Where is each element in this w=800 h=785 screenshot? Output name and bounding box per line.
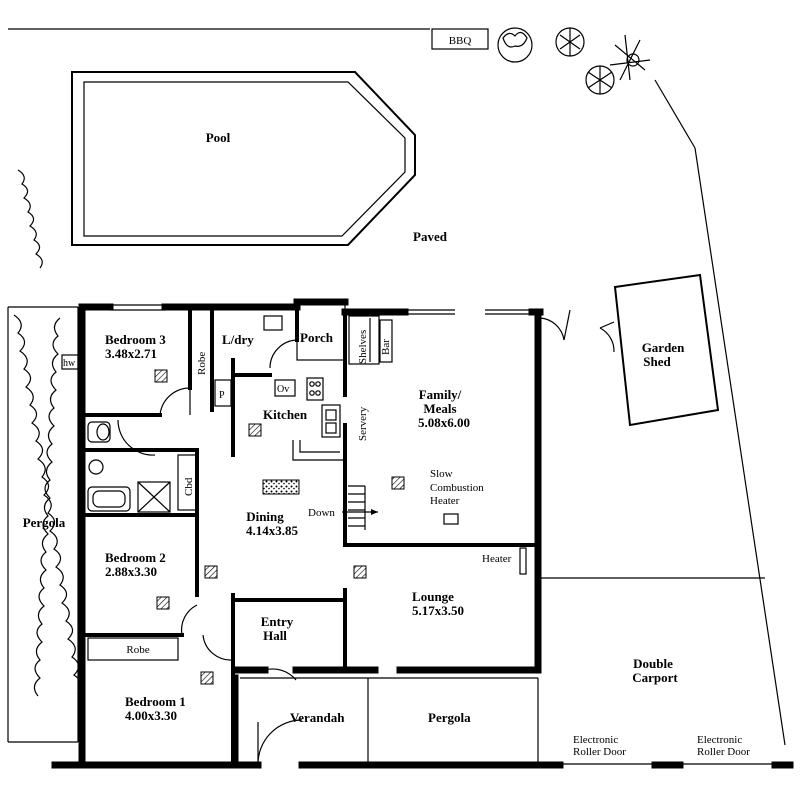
lounge-heater-label: Heater xyxy=(482,553,512,565)
bbq: BBQ xyxy=(431,28,489,50)
family-label-1: Family/ xyxy=(419,387,462,402)
doors xyxy=(117,309,571,766)
room-bedroom-1: Robe Bedroom 1 4.00x3.30 xyxy=(87,637,214,723)
bedroom-1-size: 4.00x3.30 xyxy=(125,708,177,723)
robe xyxy=(87,637,179,661)
garden-shed-label-1: Garden xyxy=(642,340,685,355)
laundry-tub xyxy=(263,315,283,331)
basin xyxy=(88,459,104,475)
heat-vent xyxy=(204,565,218,579)
hot-water-unit xyxy=(61,354,79,370)
room-dining: Dining 4.14x3.85 Down xyxy=(204,479,378,579)
cupboard xyxy=(177,454,197,511)
roller-door-left-2: Roller Door xyxy=(573,746,626,758)
pool: Pool xyxy=(71,71,416,246)
room-bedroom-3: Bedroom 3 3.48x2.71 Robe xyxy=(105,332,208,383)
double-carport: Double Carport Electronic Roller Door El… xyxy=(538,577,775,765)
room-bathroom: Cbd xyxy=(87,421,197,513)
slow-combustion-label-2: Combustion xyxy=(430,482,484,494)
fireplace-hearth xyxy=(262,479,300,495)
entry-label-2: Hall xyxy=(263,628,287,643)
heat-vent xyxy=(154,369,168,383)
kitchen-sink xyxy=(321,404,341,438)
pantry xyxy=(214,379,232,407)
paved-label: Paved xyxy=(413,229,448,244)
down-label: Down xyxy=(308,507,335,519)
dining-size: 4.14x3.85 xyxy=(246,523,299,538)
heat-vent xyxy=(248,423,262,437)
windows xyxy=(79,304,532,600)
slow-combustion-label-1: Slow xyxy=(430,468,453,480)
lounge-heater xyxy=(519,547,527,575)
hw-label: hw xyxy=(63,358,76,369)
pergola-front-label: Pergola xyxy=(428,710,471,725)
bar-label: Bar xyxy=(380,339,392,355)
bedroom-3-size: 3.48x2.71 xyxy=(105,346,157,361)
bedroom-2-size: 2.88x3.30 xyxy=(105,564,157,579)
bedroom-2-name: Bedroom 2 xyxy=(105,550,166,565)
family-size: 5.08x6.00 xyxy=(418,415,470,430)
porch-label: Porch xyxy=(300,330,334,345)
roller-door-right-1: Electronic xyxy=(697,734,742,746)
heat-vent xyxy=(200,671,214,685)
servery-label: Servery xyxy=(357,406,369,441)
heat-vent xyxy=(156,596,170,610)
property-boundary xyxy=(7,28,786,746)
lounge-size: 5.17x3.50 xyxy=(412,603,464,618)
toilet xyxy=(87,421,111,443)
carport-label-2: Carport xyxy=(632,670,678,685)
roller-door-left-1: Electronic xyxy=(573,734,618,746)
verandah-label: Verandah xyxy=(290,710,345,725)
dining-name: Dining xyxy=(246,509,284,524)
shelves-label: Shelves xyxy=(357,330,369,364)
room-porch: Porch xyxy=(296,301,346,361)
hedge xyxy=(13,169,86,712)
garden-shed: Garden Shed xyxy=(599,273,720,427)
bedroom-1-name: Bedroom 1 xyxy=(125,694,186,709)
oven xyxy=(274,379,296,397)
entry-label-1: Entry xyxy=(261,614,294,629)
cbd-label: Cbd xyxy=(183,477,195,496)
room-lounge: Heater Lounge 5.17x3.50 xyxy=(353,547,527,618)
heat-vent xyxy=(391,476,405,490)
laundry-label: L/dry xyxy=(222,332,254,347)
steps xyxy=(348,485,366,530)
room-kitchen: Ov Kitchen xyxy=(248,377,345,461)
robe-horizontal-label: Robe xyxy=(126,644,149,656)
garden-plants xyxy=(497,27,651,95)
oven-label: Ov xyxy=(277,384,289,395)
room-entry-hall: Entry Hall xyxy=(261,614,294,643)
pantry-label: P xyxy=(219,390,225,401)
family-label-2: Meals xyxy=(423,401,456,416)
garden-shed-label-2: Shed xyxy=(643,354,671,369)
room-family-meals: Family/ Meals 5.08x6.00 Slow Combustion … xyxy=(391,387,484,525)
bedroom-3-name: Bedroom 3 xyxy=(105,332,166,347)
robe-vertical-label: Robe xyxy=(196,352,208,375)
carport-label-1: Double xyxy=(633,656,673,671)
slow-combustion-label-3: Heater xyxy=(430,495,460,507)
verandah-and-pergola: Verandah Pergola xyxy=(240,677,539,765)
bbq-label: BBQ xyxy=(449,35,472,47)
pool-label: Pool xyxy=(206,130,231,145)
pergola-left-label: Pergola xyxy=(23,515,66,530)
cooktop xyxy=(306,377,324,401)
bathtub xyxy=(87,486,131,512)
internal-walls xyxy=(80,300,540,767)
servery-area: Shelves Bar Servery xyxy=(348,315,393,441)
slow-combustion-heater xyxy=(443,513,459,525)
heat-vent xyxy=(353,565,367,579)
roller-door-right-2: Roller Door xyxy=(697,746,750,758)
room-laundry: L/dry P xyxy=(214,315,283,407)
room-bedroom-2: Bedroom 2 2.88x3.30 xyxy=(105,550,170,610)
kitchen-label: Kitchen xyxy=(263,407,308,422)
lounge-name: Lounge xyxy=(412,589,454,604)
shower xyxy=(137,481,171,513)
